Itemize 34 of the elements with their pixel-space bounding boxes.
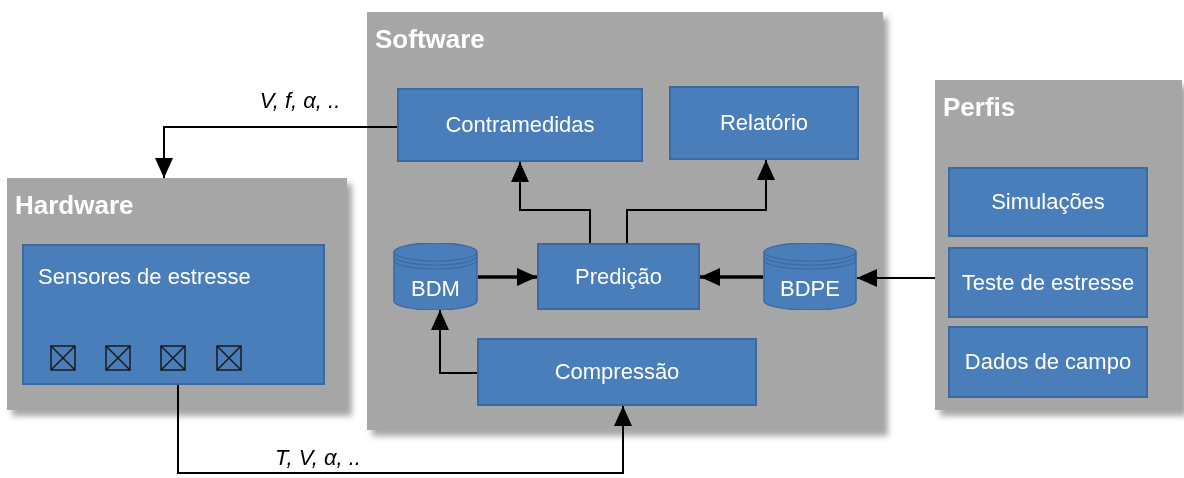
arrow — [155, 126, 398, 179]
arrow — [177, 384, 632, 474]
panel-box — [367, 12, 883, 430]
process-box — [477, 338, 757, 406]
arrow — [478, 268, 537, 286]
box-label: Teste de estresse — [961, 269, 1135, 296]
process-box — [22, 244, 325, 385]
box-label: Dados de campo — [964, 349, 1132, 375]
process-box — [948, 247, 1148, 318]
arrow — [626, 159, 775, 244]
box-label: Contramedidas — [445, 112, 595, 138]
database-cylinder — [393, 243, 478, 310]
database-label: BDPE — [779, 276, 841, 302]
arrow — [431, 309, 478, 374]
box-label: Relatório — [719, 110, 808, 136]
panel-heading: Software — [375, 24, 485, 55]
box-label: Compressão — [554, 359, 680, 385]
panel-heading: Perfis — [943, 92, 1016, 123]
box-label: Sensores de estresse — [38, 264, 251, 290]
box-label: Simulações — [991, 189, 1105, 215]
process-box — [948, 326, 1148, 398]
process-box — [948, 167, 1148, 237]
process-box — [537, 243, 700, 310]
arrow — [700, 268, 763, 286]
box-label: Predição — [575, 263, 662, 290]
arrow — [511, 161, 591, 244]
process-box — [397, 88, 643, 162]
panel-heading: Hardware — [15, 190, 134, 221]
panel-box — [935, 80, 1182, 410]
database-cylinder — [763, 243, 857, 310]
database-label: BDM — [410, 276, 461, 302]
panel-box — [7, 178, 347, 410]
process-box — [669, 86, 859, 160]
arrow — [856, 269, 936, 287]
